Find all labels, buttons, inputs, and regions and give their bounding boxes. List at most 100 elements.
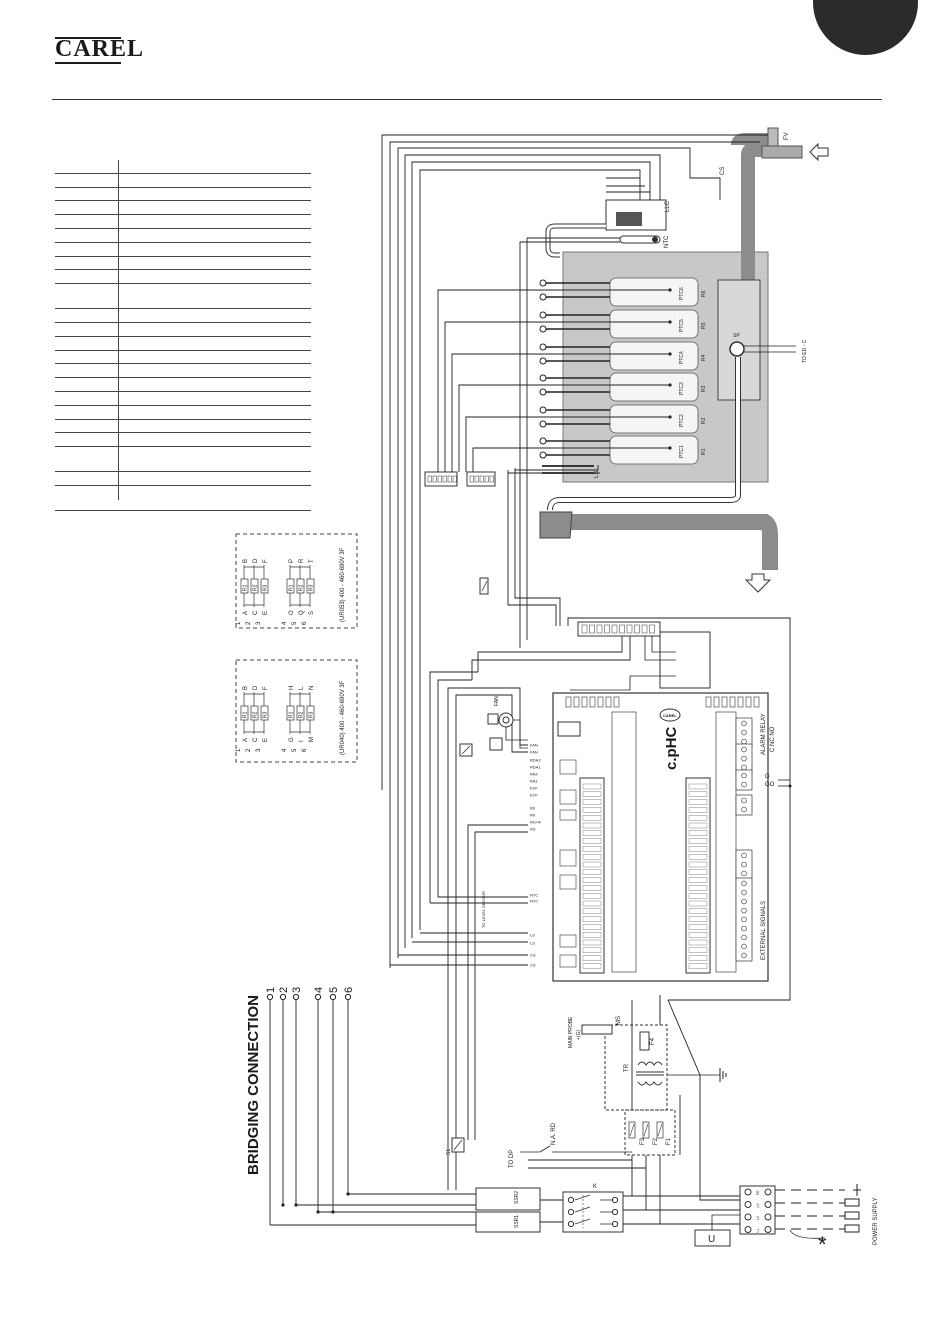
legend-row xyxy=(55,337,311,351)
resistor-label: R1 xyxy=(243,711,249,718)
legend-row xyxy=(55,284,311,310)
inlet-arrow xyxy=(809,142,829,162)
box-letter: C xyxy=(253,737,259,742)
mains-terminal-screw xyxy=(764,1226,772,1233)
heater-terminal xyxy=(539,406,547,414)
resistor xyxy=(306,578,315,594)
carel-small-badge xyxy=(659,708,681,722)
box-letter: L xyxy=(299,686,305,690)
lower-wiring xyxy=(390,636,631,1190)
heater-element xyxy=(609,404,699,434)
controller-pin-label: RS xyxy=(530,827,536,832)
power-supply-label: POWER SUPPLY xyxy=(873,1197,879,1245)
power-wiring xyxy=(270,995,760,1226)
heater-label: R4 xyxy=(701,354,707,361)
controller-pin-label: FAN xyxy=(530,743,538,748)
legend-column-divider xyxy=(118,160,119,500)
main-probe-sub-label: +(G) xyxy=(576,1030,582,1040)
fuse-f4 xyxy=(639,1031,650,1051)
heater-label: R1 xyxy=(701,448,707,455)
legend-row xyxy=(55,406,311,420)
f4-label: F4 xyxy=(650,1037,656,1045)
box-letter: C xyxy=(253,610,259,615)
heater-terminal xyxy=(539,279,547,287)
drain-valve-body xyxy=(539,511,573,539)
f1-label: F1 xyxy=(666,1137,672,1145)
mains-terminal-screw xyxy=(764,1188,772,1196)
box-number: 4 xyxy=(282,621,288,625)
box-letter: B xyxy=(243,559,249,563)
bridge-terminal xyxy=(279,993,287,1001)
legend-row xyxy=(55,472,311,486)
heater-terminal xyxy=(539,343,547,351)
ntc-top-label: NTC xyxy=(664,235,670,248)
ptc-label: PTC3 xyxy=(679,382,685,395)
controller-pin-label: RII xyxy=(530,806,535,811)
chc-logo: c.pHC xyxy=(663,726,680,770)
box-letter: H xyxy=(289,686,295,690)
controller-pin-label: RII xyxy=(530,813,535,818)
resistor-label: R2 xyxy=(299,584,305,591)
heater-terminal xyxy=(539,388,547,396)
resistor xyxy=(296,705,305,721)
box-letter: T xyxy=(309,559,315,563)
resistor-label: R3 xyxy=(263,584,269,591)
g-label: G xyxy=(765,774,770,780)
f3-label: F3 xyxy=(640,1137,646,1145)
box-letter: I xyxy=(299,740,305,742)
ls-top-label: LS xyxy=(594,471,600,478)
legend-row xyxy=(55,215,311,229)
small-terminals xyxy=(427,475,494,483)
controller-pin-label: EVF xyxy=(530,786,538,791)
controller-pin-label: RS+R xyxy=(530,820,541,825)
box-letter: O xyxy=(289,610,295,615)
box-letter: A xyxy=(243,611,249,615)
heater-element xyxy=(609,341,699,371)
resistor xyxy=(296,578,305,594)
mid-terminal xyxy=(596,624,603,634)
box-number: 2 xyxy=(246,748,252,752)
resistor-label: R1 xyxy=(289,711,295,718)
mid-terminal xyxy=(619,624,625,634)
mid-terminal xyxy=(641,624,648,634)
legend-row xyxy=(55,160,311,174)
mid-terminal xyxy=(611,624,618,634)
box-letter: A xyxy=(243,738,249,742)
box-number: 6 xyxy=(302,621,308,625)
right-terminal-blocks xyxy=(735,717,753,962)
heater-label: R3 xyxy=(701,385,707,392)
controller-pin-labels: FANFANRDA2RDA1RA2RA1EVFEVFRIIRIIRS+RRSNT… xyxy=(530,743,541,968)
main-probe-label: MAIN PROBE xyxy=(568,1016,574,1048)
bridge-terminal-number: 6 xyxy=(343,987,355,993)
ptc-label: PTC5 xyxy=(679,319,685,332)
legend-row xyxy=(55,174,311,188)
box-letter: Q xyxy=(299,610,305,615)
heater-terminal xyxy=(539,357,547,365)
heater-element xyxy=(609,309,699,339)
ssr2-label: SSR2 xyxy=(514,1191,520,1204)
bridging-connection-title: BRIDGING CONNECTION xyxy=(245,995,262,1175)
resistor-label: R3 xyxy=(309,584,315,591)
box-number: 3 xyxy=(256,621,262,625)
legend-row xyxy=(55,378,311,392)
heater-label: R2 xyxy=(701,417,707,424)
bridge-terminal xyxy=(292,993,300,1001)
controller-pin-label: LS xyxy=(530,941,535,946)
box-number: 2 xyxy=(246,621,252,625)
mains-terminal-screw xyxy=(744,1201,752,1208)
controller-pin-label: CS xyxy=(530,963,536,968)
resistor xyxy=(306,705,315,721)
mid-terminal xyxy=(589,624,595,634)
box-letter: S xyxy=(309,611,315,615)
heater-label: R5 xyxy=(701,322,707,329)
box-letter: F xyxy=(263,686,269,690)
controller-pin-label: RA1 xyxy=(530,779,539,784)
legend-row xyxy=(55,447,311,473)
mid-terminals xyxy=(581,624,655,634)
box-letter: D xyxy=(253,685,259,690)
ssr2 xyxy=(475,1187,541,1211)
mains-terminal-screw xyxy=(764,1201,772,1208)
